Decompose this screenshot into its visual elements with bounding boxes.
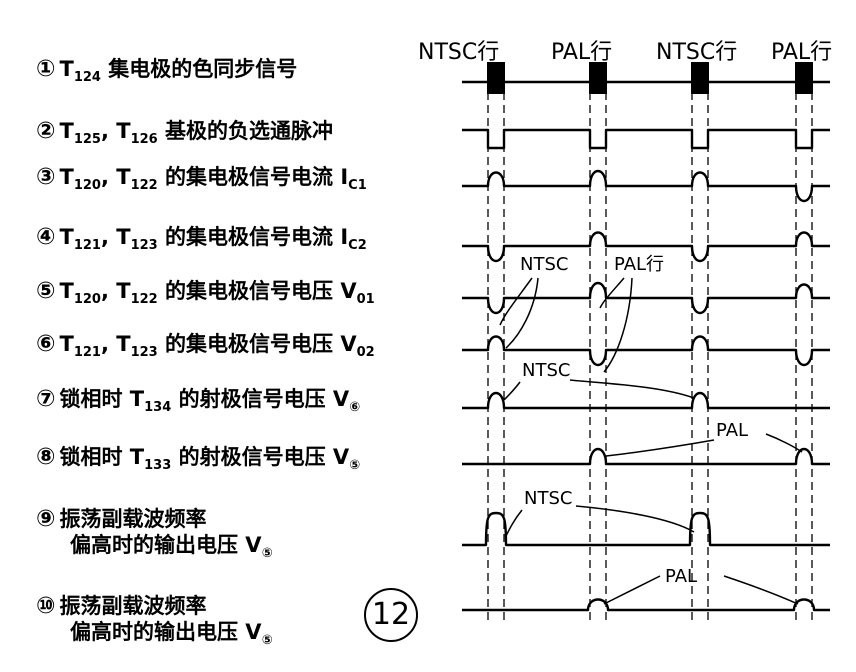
arrow-pal-low-1 [603,575,661,605]
header-pal-2: PAL行 [771,40,833,65]
guide-lines [487,92,813,620]
annotation-pal-lower: PAL [665,566,697,587]
arrow-ntsc-low-1 [505,509,523,537]
burst-block [589,62,607,94]
annotations: NTSC PAL行 NTSC PAL NTSC PAL [520,254,748,587]
annotation-ntsc-middle: NTSC [522,360,570,381]
arrow-ntsc-mid-1 [503,381,521,401]
waveform-8 [462,447,830,466]
annotation-ntsc-lower: NTSC [524,488,572,509]
waveform-7 [462,391,830,410]
arrow-pal-1 [599,277,625,309]
header-ntsc-1: NTSC行 [418,40,500,65]
annotation-arrows [499,277,803,605]
arrow-ntsc-mid-2 [569,379,695,399]
header-pal-1: PAL行 [551,40,613,65]
burst-block [691,62,709,94]
arrow-ntsc-low-2 [575,505,695,533]
waveforms [462,62,830,612]
burst-block [487,62,505,94]
waveform-2 [462,128,830,150]
arrow-ntsc-1 [499,277,533,326]
waveform-10 [462,598,830,612]
arrow-pal-mid-2 [765,433,803,453]
arrow-ntsc-2 [505,277,539,349]
waveform-3 [462,169,830,203]
figure-number: 12 [364,588,418,642]
waveform-9 [462,511,830,547]
annotation-pal-upper: PAL行 [614,254,664,275]
arrow-pal-mid-1 [605,439,715,457]
waveform-5 [462,281,830,315]
waveform-4 [462,231,830,263]
waveform-6 [462,335,830,367]
header-ntsc-2: NTSC行 [656,40,738,65]
annotation-pal-middle: PAL [716,420,748,441]
arrow-pal-low-2 [723,575,799,605]
burst-block [795,62,813,94]
annotation-ntsc-upper: NTSC [520,254,568,275]
arrow-pal-2 [603,277,633,373]
